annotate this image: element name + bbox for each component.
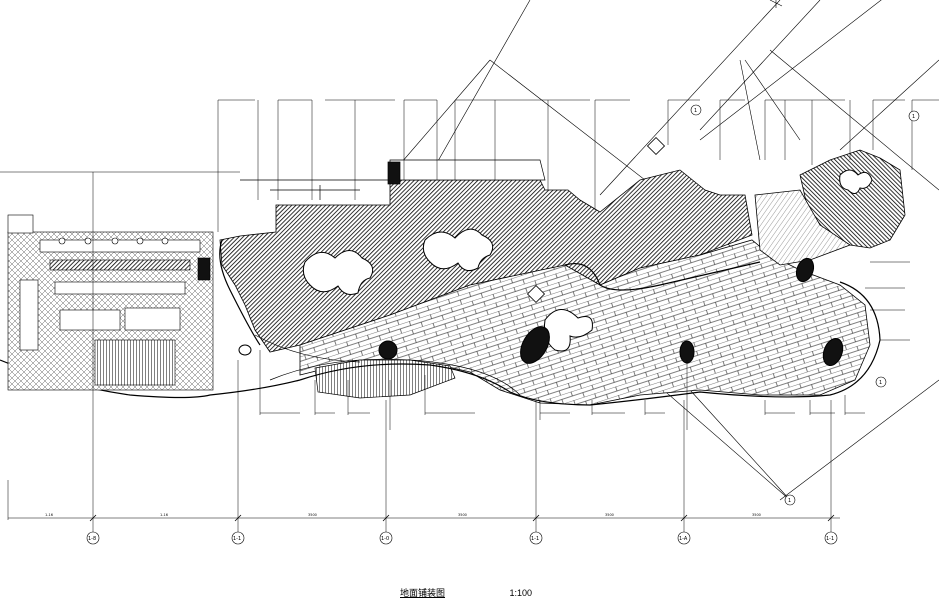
dimension-ticks [89,514,835,522]
grid-label: 1-1 [233,536,241,542]
grid-bubble [231,531,245,545]
dimension-texts: 1-16 1-16 3500 3500 3500 3500 [45,513,761,517]
grid-label: 1-0 [381,536,389,542]
grid-bubble [908,110,920,122]
drawing-title: 地面铺装图 [400,588,446,598]
dimension-text: 3500 [308,513,317,517]
bottom-leaders [259,350,865,430]
grid-label: 1 [694,108,697,114]
dimension-text: 1-16 [160,513,168,517]
grid-label: 1-1 [531,536,539,542]
star-planters [302,169,873,352]
grid-label: 1-A [679,536,688,542]
dimension-text: 3500 [752,513,761,517]
building-interior [7,214,214,391]
dark-paving-zone [219,149,906,353]
drawing-scale: 1:100 [509,588,533,598]
dimension-text: 3500 [605,513,614,517]
tree-pits [238,257,844,367]
grid-bubble [824,531,838,545]
right-leaders [865,261,910,341]
dimension-text: 3500 [458,513,467,517]
curved-bench [254,334,521,399]
grid-label: 1 [879,380,882,386]
grid-lines [0,171,840,535]
grid-bubble [784,494,796,506]
grid-label: 1-8 [88,536,96,542]
dimension-text: 1-16 [45,513,53,517]
grid-axis-labels: 1-8 1-1 1-0 1-1 1-A 1-1 1 1 1 1 [88,108,915,542]
grid-label: 1-1 [826,536,834,542]
grid-bubble [677,531,691,545]
upper-building [240,159,546,200]
grid-axis-bubbles [86,104,920,545]
grid-label: 1 [912,114,915,120]
drawing-caption: 地面铺装图 1:100 [400,586,532,599]
grid-label: 1 [788,498,791,504]
top-leaders [217,99,939,232]
grid-bubble [86,531,100,545]
grid-bubble [529,531,543,545]
grid-bubble [690,104,702,116]
grid-bubble [379,531,393,545]
north-arrow-icon [769,0,783,8]
grid-bubble [875,376,887,388]
diamond-markers [526,136,666,304]
